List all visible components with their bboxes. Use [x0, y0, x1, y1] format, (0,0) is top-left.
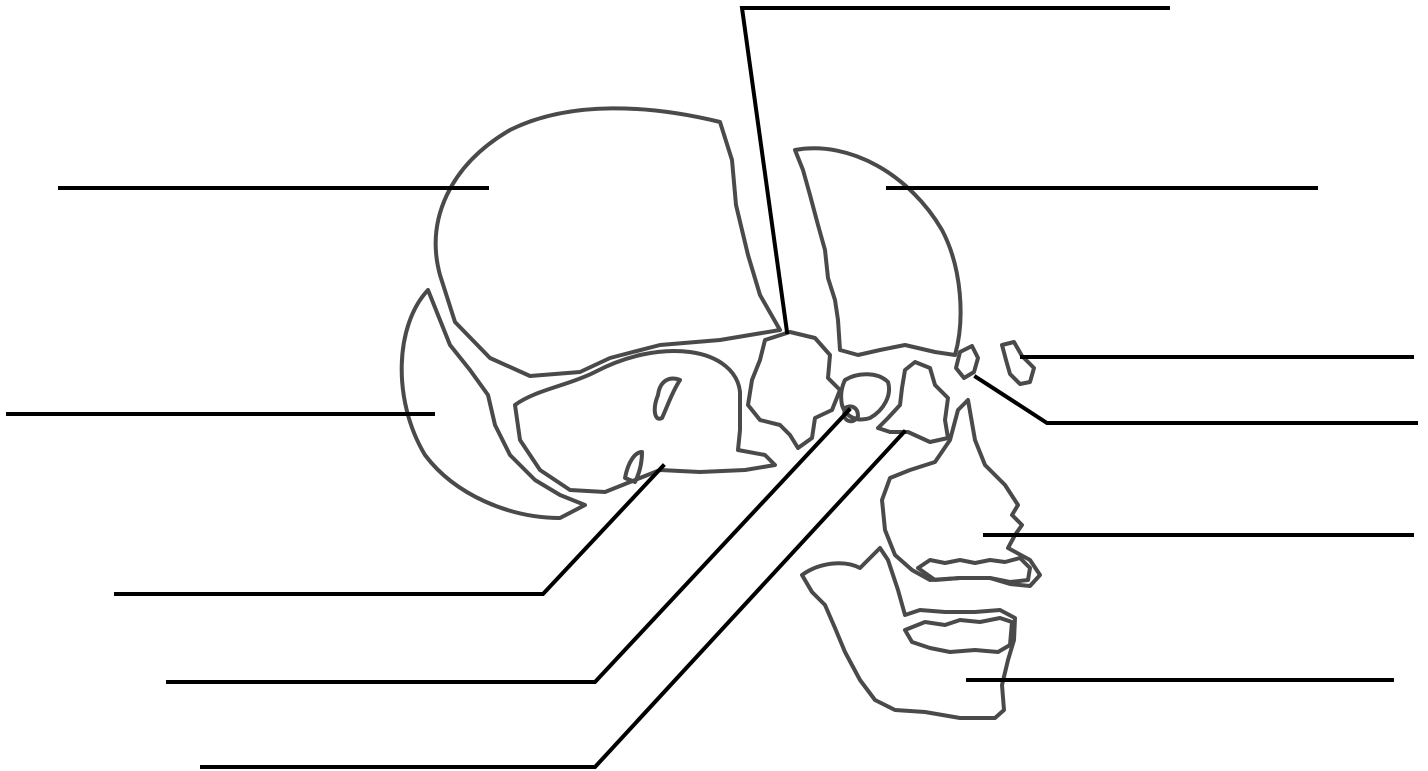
zygomatic-bone — [878, 362, 948, 442]
leader-line-temporal — [116, 466, 663, 594]
parietal-bone — [436, 108, 780, 376]
leader-line-suture-top — [742, 8, 1168, 332]
sphenoid-bone — [748, 332, 840, 448]
skull-bones — [402, 108, 1040, 718]
nasal-bone — [1002, 342, 1034, 384]
frontal-bone — [795, 148, 961, 355]
lower-teeth — [905, 618, 1012, 652]
leader-line-zygomatic — [202, 432, 904, 767]
lacrimal-bone — [956, 346, 978, 378]
upper-teeth — [918, 558, 1030, 582]
leader-line-lacrimal — [976, 377, 1416, 423]
temporal-ear-process — [655, 379, 680, 419]
